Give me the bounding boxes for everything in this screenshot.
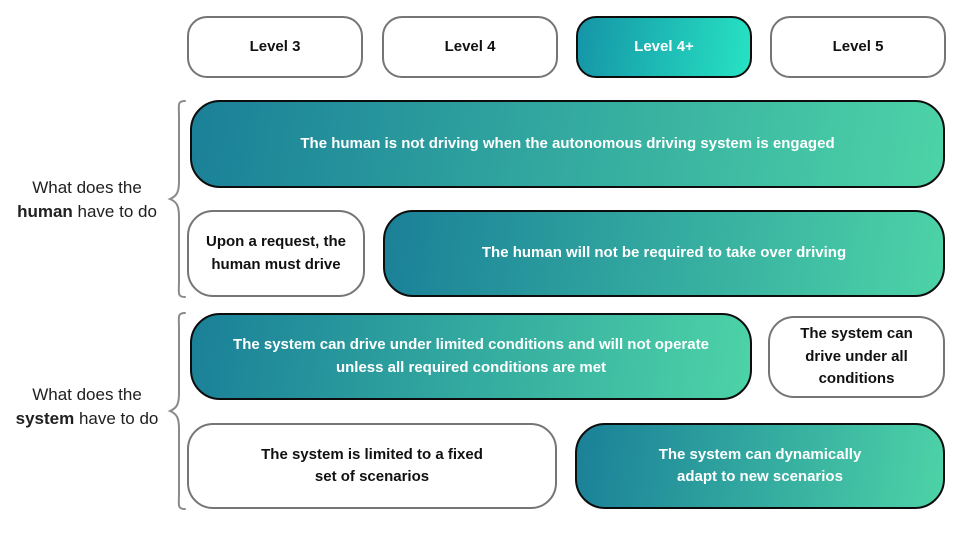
system-row2-right-text: The system can dynamically adapt to new … bbox=[658, 445, 862, 486]
system-row1-right-box: The system can drive under all condition… bbox=[768, 316, 945, 398]
human-row2-left-text: Upon a request, the human must drive bbox=[205, 233, 347, 273]
human-row1-box: The human is not driving when the autono… bbox=[190, 100, 945, 188]
level-5-label: Level 5 bbox=[832, 37, 884, 55]
system-question-label: What does the system have to do bbox=[6, 383, 168, 431]
system-row2-right-box: The system can dynamically adapt to new … bbox=[575, 423, 945, 509]
level-4plus-label: Level 4+ bbox=[634, 37, 694, 55]
human-row2-right-text: The human will not be required to take o… bbox=[481, 244, 847, 262]
level-4plus-pill: Level 4+ bbox=[576, 16, 752, 78]
human-curly-brace-icon bbox=[166, 99, 188, 299]
level-3-pill: Level 3 bbox=[187, 16, 363, 78]
human-question-suffix: have to do bbox=[72, 201, 157, 221]
system-row1-left-box: The system can drive under limited condi… bbox=[190, 313, 752, 400]
level-4-pill: Level 4 bbox=[382, 16, 558, 78]
system-question-suffix: have to do bbox=[74, 408, 159, 428]
system-question-bold: system bbox=[15, 408, 75, 428]
system-row2-left-box: The system is limited to a fixed set of … bbox=[187, 423, 557, 509]
level-4-label: Level 4 bbox=[444, 37, 496, 55]
human-row2-left-box: Upon a request, the human must drive bbox=[187, 210, 365, 297]
human-question-line1: What does the bbox=[32, 178, 142, 197]
level-3-label: Level 3 bbox=[249, 37, 301, 55]
human-question-label: What does the human have to do bbox=[6, 176, 168, 224]
system-row1-right-text: The system can drive under all condition… bbox=[800, 325, 913, 388]
human-row2-right-box: The human will not be required to take o… bbox=[383, 210, 945, 297]
level-5-pill: Level 5 bbox=[770, 16, 946, 78]
system-curly-brace-icon bbox=[166, 311, 188, 511]
system-row1-left-text: The system can drive under limited condi… bbox=[233, 336, 709, 376]
human-question-bold: human bbox=[17, 201, 73, 221]
system-row2-left-text: The system is limited to a fixed set of … bbox=[261, 445, 483, 486]
system-question-line1: What does the bbox=[32, 385, 142, 404]
human-row1-text: The human is not driving when the autono… bbox=[300, 134, 835, 152]
